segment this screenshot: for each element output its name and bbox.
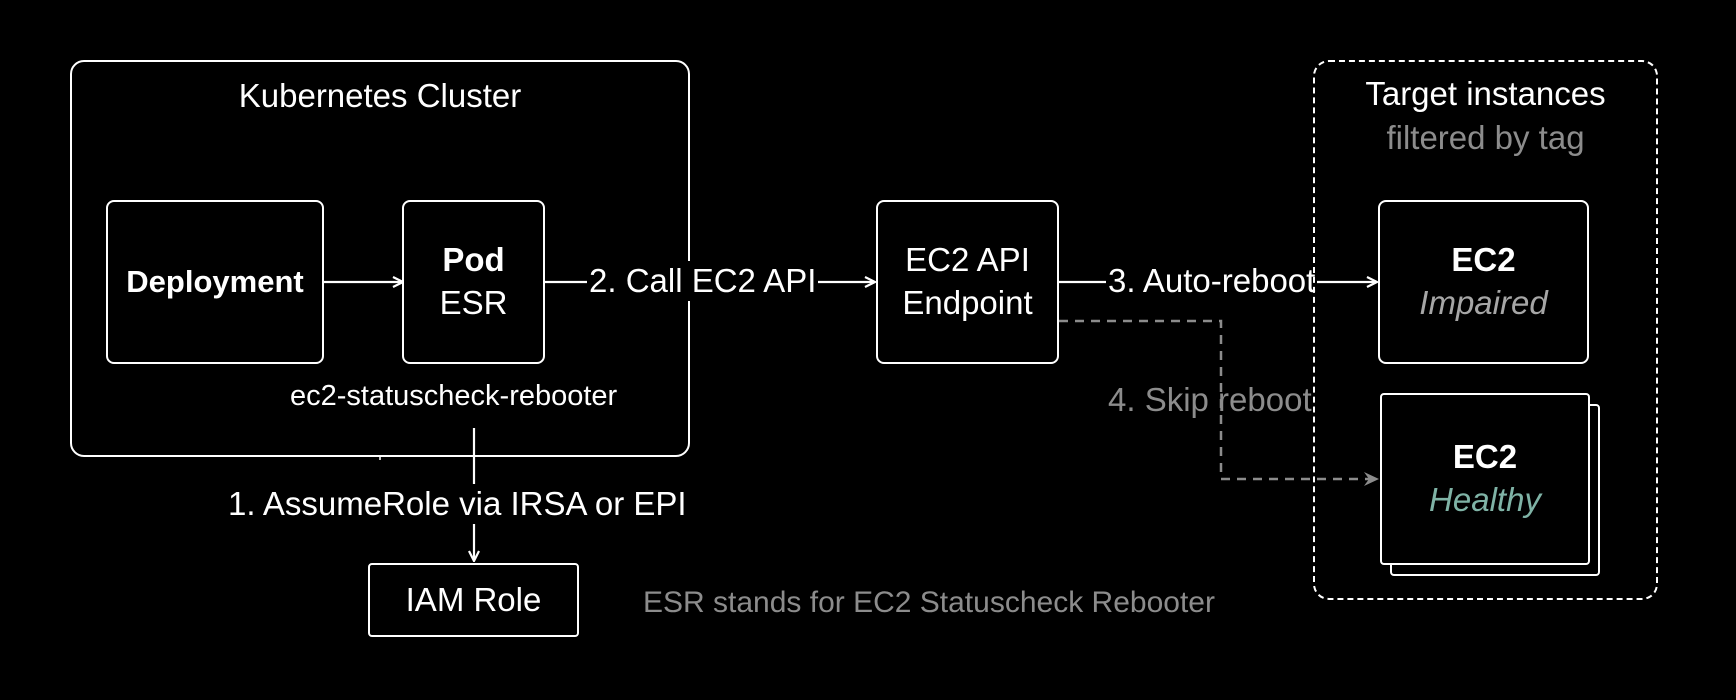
pod-title: Pod bbox=[442, 241, 505, 279]
arrow-api-endpoint-to-ec2-healthy bbox=[1059, 319, 1379, 486]
iam-role-node[interactable]: IAM Role bbox=[368, 563, 579, 637]
deployment-label: Deployment bbox=[126, 264, 304, 299]
ec2-api-endpoint-node[interactable]: EC2 API Endpoint bbox=[876, 200, 1059, 364]
target-instances-group bbox=[1313, 60, 1658, 600]
ec2-impaired-title: EC2 bbox=[1451, 241, 1516, 279]
pod-subtitle: ESR bbox=[439, 284, 508, 321]
ec2-healthy-status: Healthy bbox=[1429, 481, 1541, 518]
deployment-node[interactable]: Deployment bbox=[106, 200, 324, 364]
api-endpoint-line1: EC2 API bbox=[905, 241, 1030, 279]
edge-label-step1: 1. AssumeRole via IRSA or EPI bbox=[226, 484, 689, 524]
service-name-label: ec2-statuscheck-rebooter bbox=[290, 380, 618, 412]
ec2-impaired-node[interactable]: EC2 Impaired bbox=[1378, 200, 1589, 364]
cluster-title: Kubernetes Cluster bbox=[238, 77, 522, 114]
ec2-healthy-title: EC2 bbox=[1452, 438, 1518, 476]
kubernetes-cluster-boundary bbox=[70, 60, 690, 457]
edge-label-step4: 4. Skip reboot bbox=[1108, 381, 1312, 418]
pod-node[interactable]: Pod ESR bbox=[402, 200, 545, 364]
iam-role-label: IAM Role bbox=[405, 581, 542, 618]
footnote: ESR stands for EC2 Statuscheck Rebooter bbox=[643, 586, 1215, 619]
ec2-impaired-status: Impaired bbox=[1419, 284, 1548, 321]
target-group-title: Target instances bbox=[1365, 75, 1606, 112]
target-group-subtitle: filtered by tag bbox=[1386, 119, 1585, 156]
api-endpoint-line2: Endpoint bbox=[902, 284, 1033, 321]
edge-label-step3: 3. Auto-reboot bbox=[1106, 261, 1318, 301]
edge-label-step2: 2. Call EC2 API bbox=[587, 261, 819, 301]
ec2-healthy-node[interactable]: EC2 Healthy bbox=[1380, 393, 1590, 565]
